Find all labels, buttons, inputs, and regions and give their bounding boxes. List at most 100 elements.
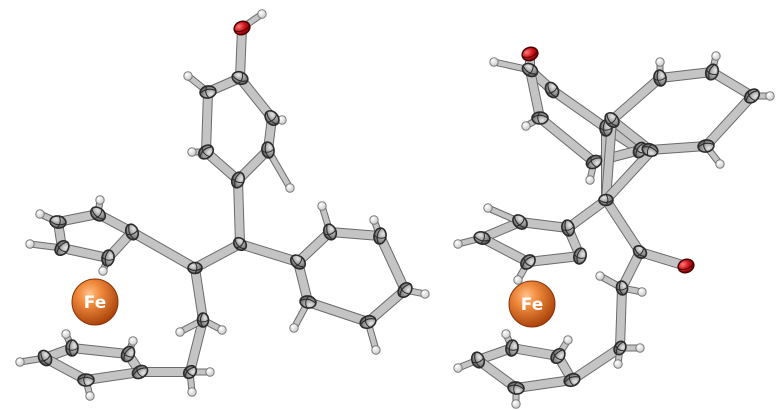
bond [128,228,199,272]
hydrogen-atom [521,121,531,131]
carbon-atom [231,70,249,86]
bond [656,68,716,82]
hydrogen-atom [483,203,493,213]
hydrogen-atom [95,195,105,205]
bond-layer [16,10,429,400]
bond [524,252,584,266]
carbon-atom [470,351,486,369]
carbon-atom [230,171,246,189]
carbon-atom [704,63,720,81]
atom-layer: Fe [453,46,775,409]
carbon-atom [187,261,203,275]
bond [202,88,212,156]
hydrogen-atom [175,327,185,337]
carbon-atom [507,381,525,395]
bond [516,218,572,232]
hydrogen-atom [98,266,108,276]
carbon-atom [505,339,519,357]
bond [646,142,710,154]
carbon-atom [531,111,549,125]
molecule-right-structure: Fe [453,46,775,409]
carbon-atom [49,215,67,229]
bond [536,114,598,166]
iron-atom-icon: Fe [508,280,556,328]
hydrogen-atom [183,71,193,81]
iron-label: Fe [84,293,106,313]
carbon-atom [264,109,280,127]
carbon-atom [359,314,377,330]
bond [236,240,302,266]
carbon-atom [77,373,95,387]
bond [602,196,644,256]
molecule-left-structure: Fe [15,9,430,401]
iron-label: Fe [521,295,543,315]
carbon-atom [373,227,387,245]
hydrogen-atom [85,391,95,401]
carbon-atom [182,364,198,380]
hydrogen-atom [453,239,463,249]
hydrogen-atom [257,9,267,19]
hydrogen-atom [61,329,71,339]
hydrogen-atom [420,289,430,299]
carbon-atom [199,85,217,99]
hydrogen-atom [35,209,45,219]
hydrogen-atom [715,159,725,169]
oxygen-atom [677,258,695,274]
bond [186,316,207,376]
hydrogen-atom [765,91,775,101]
carbon-atom [322,223,338,241]
bond [191,240,244,272]
carbon-atom [563,372,581,388]
bond [548,86,610,132]
hydrogen-atom [563,335,573,345]
carbon-atom [544,81,560,99]
bond [326,228,384,240]
carbon-atom [232,236,248,252]
bond [236,24,246,82]
carbon-atom [289,254,307,270]
hydrogen-atom [205,367,215,377]
carbon-atom [550,347,566,365]
hydrogen-atom [595,271,605,281]
carbon-atom [65,339,79,357]
hydrogen-atom [585,175,595,185]
carbon-atom [89,206,107,222]
bond [191,264,207,324]
hydrogen-atom [217,325,227,335]
carbon-atom [613,340,627,356]
bond [702,92,756,150]
bond [568,344,624,384]
carbon-atom [101,249,115,267]
bond [708,68,756,100]
carbon-atom [299,295,317,309]
carbon-atom [473,231,491,245]
carbon-atom [120,345,136,363]
hydrogen-atom [187,387,197,397]
bond [202,148,242,184]
bond [234,176,244,248]
carbon-atom [397,281,413,299]
hydrogen-atom [369,215,379,225]
hydrogen-atom [637,287,647,297]
carbon-atom [653,69,667,87]
oxygen-atom [521,46,539,62]
bond [616,284,626,352]
bond [526,66,544,122]
hydrogen-atom [453,363,463,373]
carbon-atom [697,139,715,153]
hydrogen-atom [187,147,197,157]
hydrogen-atom [317,201,327,211]
hydrogen-atom [511,399,521,409]
hydrogen-atom [635,343,645,353]
bond [512,376,576,392]
carbon-atom [261,141,275,159]
hydrogen-atom [25,239,35,249]
carbon-atom [131,364,149,380]
bond [68,344,132,358]
bond [608,74,664,124]
carbon-atom [197,144,215,160]
carbon-atom [54,239,70,257]
bond [58,244,112,262]
bond [82,368,144,384]
hydrogen-atom [655,57,665,67]
